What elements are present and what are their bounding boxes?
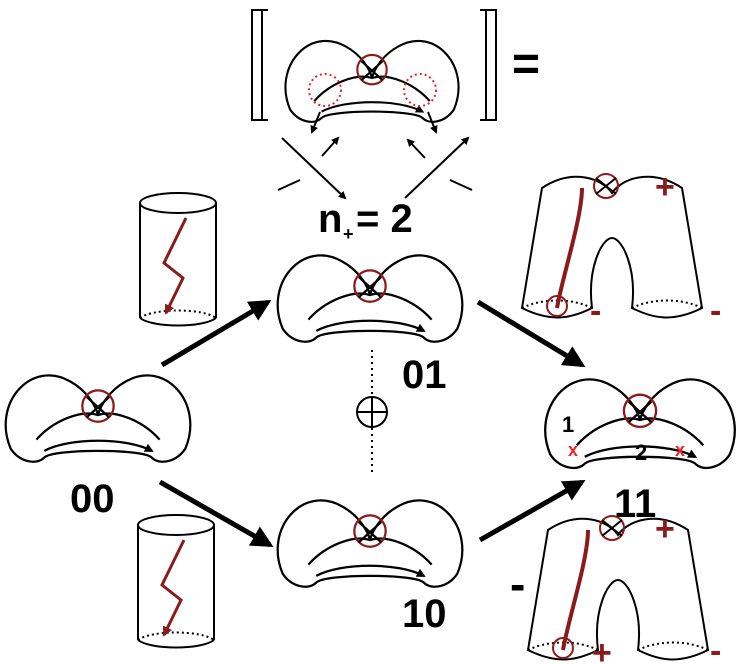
- n-plus-subscript: +: [343, 224, 354, 244]
- n-plus-label: n: [318, 197, 342, 241]
- marker-x-right: x: [675, 440, 685, 460]
- component-1: 1: [562, 412, 574, 437]
- dotted-circle-right: [403, 73, 437, 107]
- saddle-bottom: [526, 514, 710, 662]
- surface-01: [278, 255, 463, 341]
- saddle-top: [520, 172, 704, 320]
- dotted-circle-left: [308, 73, 342, 107]
- label-00: 00: [70, 477, 115, 521]
- equals-sign: =: [512, 38, 540, 91]
- sign-minus-bottom-right: -: [710, 632, 721, 664]
- component-2: 2: [635, 440, 647, 465]
- sign-plus-top: +: [655, 168, 675, 206]
- surface-10: [278, 500, 463, 586]
- sign-plus-bottom: +: [655, 510, 675, 548]
- surface-00: [6, 375, 191, 461]
- top-bracket: [251, 9, 497, 121]
- cylinder-bottom: [138, 515, 214, 648]
- label-10: 10: [402, 592, 447, 636]
- sign-minus-top-right: -: [710, 292, 721, 330]
- marker-x-left: x: [568, 440, 578, 460]
- cylinder-top: [140, 193, 216, 326]
- label-01: 01: [402, 353, 447, 397]
- n-plus-value: = 2: [356, 197, 413, 241]
- sign-minus-top-left: -: [590, 292, 601, 330]
- sign-plus-bottom-left: +: [592, 634, 612, 664]
- sign-minus-overall: -: [510, 558, 525, 610]
